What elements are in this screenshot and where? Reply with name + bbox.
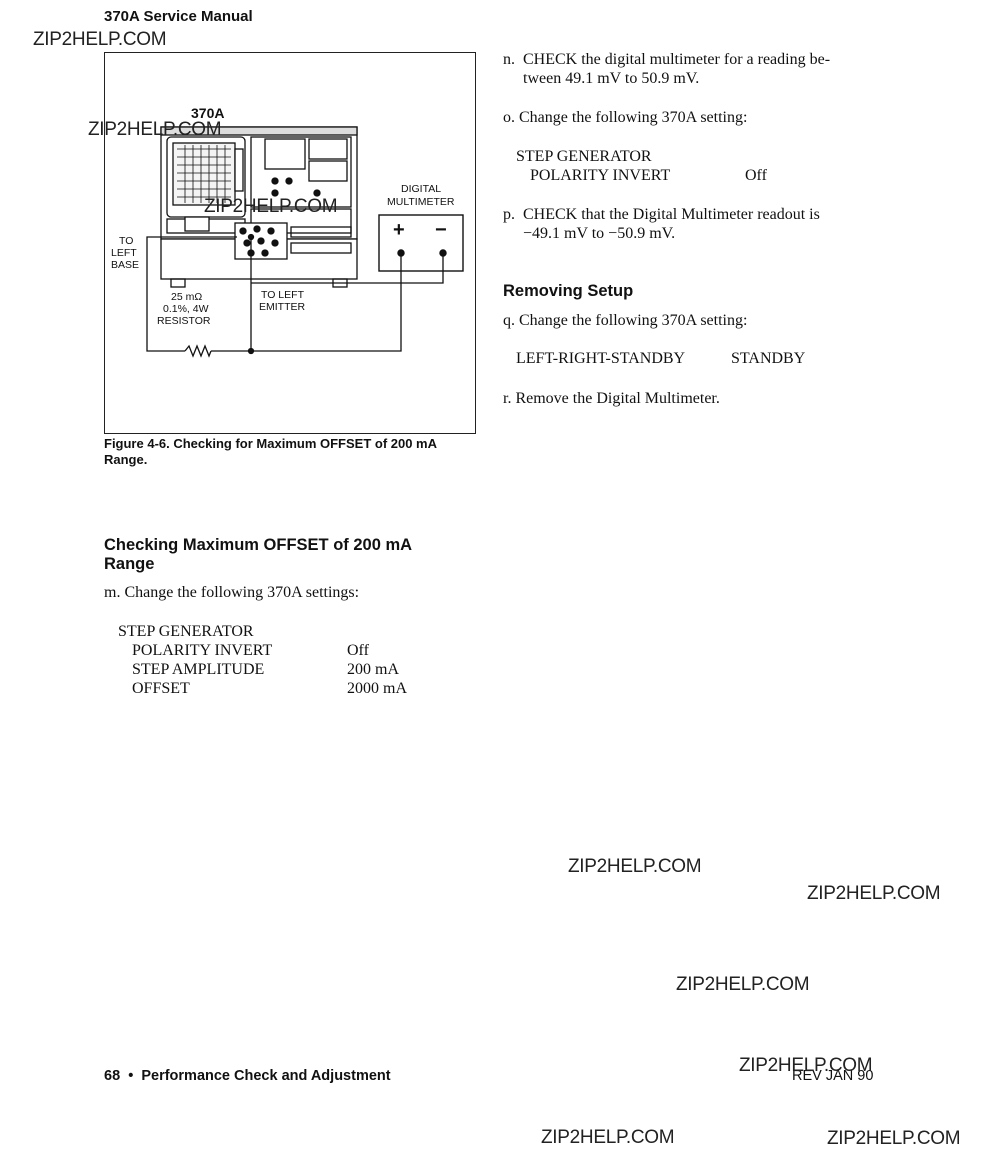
watermark: ZIP2HELP.COM: [33, 29, 167, 50]
settings-row: POLARITY INVERT Off: [118, 641, 438, 660]
caption-line-2: Range.: [104, 452, 148, 467]
step-m-text: Change the following 370A settings:: [124, 584, 360, 601]
emitter-label-1: TO LEFT: [261, 289, 304, 301]
step-o: o. Change the following 370A setting:: [503, 108, 747, 127]
step-q: q. Change the following 370A setting:: [503, 311, 747, 330]
to-left-base-label-3: BASE: [111, 259, 140, 271]
dmm-label-1: DIGITAL: [401, 183, 442, 195]
resistor-label-3: RESISTOR: [157, 315, 211, 327]
setting-name: POLARITY INVERT: [132, 642, 273, 659]
step-n-label: n.: [503, 51, 515, 68]
settings-table-o: STEP GENERATOR POLARITY INVERT Off: [516, 147, 836, 185]
dmm-minus-terminal: −: [435, 219, 447, 241]
resistor-label-1: 25 mΩ: [171, 291, 203, 303]
instrument-label: 370A: [191, 105, 225, 121]
running-header: 370A Service Manual: [104, 8, 253, 25]
watermark: ZIP2HELP.COM: [88, 119, 222, 140]
digital-multimeter: [378, 214, 464, 272]
setup-diagram: [146, 126, 464, 358]
section-heading-removing-setup: Removing Setup: [503, 282, 634, 300]
watermark: ZIP2HELP.COM: [739, 1055, 873, 1076]
step-m: m. Change the following 370A settings:: [104, 583, 359, 602]
step-r-label: r.: [503, 390, 512, 407]
step-q-text: Change the following 370A setting:: [519, 312, 748, 329]
page-number: 68: [104, 1068, 121, 1084]
settings-row: STEP AMPLITUDE 200 mA: [118, 660, 438, 679]
watermark: ZIP2HELP.COM: [827, 1128, 961, 1149]
setting-value: Off: [745, 167, 767, 184]
heading-line-1: Checking Maximum OFFSET of 200 mA: [104, 536, 413, 554]
watermark: ZIP2HELP.COM: [541, 1127, 675, 1148]
step-m-label: m.: [104, 584, 121, 601]
setting-value: STANDBY: [731, 350, 806, 367]
step-n: n. CHECK the digital multimeter for a re…: [503, 50, 883, 88]
step-n-line-1: CHECK the digital multimeter for a readi…: [523, 51, 831, 68]
step-r-text: Remove the Digital Multimeter.: [515, 390, 720, 407]
step-p: p. CHECK that the Digital Multimeter rea…: [503, 205, 883, 243]
instrument-370a: [160, 126, 358, 288]
settings-group: STEP GENERATOR: [118, 623, 254, 640]
emitter-label-2: EMITTER: [259, 301, 306, 313]
step-o-text: Change the following 370A setting:: [519, 109, 748, 126]
footer-revision: REV JAN 90: [792, 1068, 874, 1084]
test-leads: [146, 233, 444, 358]
setting-name: STEP AMPLITUDE: [132, 661, 265, 678]
to-left-base-label-1: TO: [119, 235, 134, 247]
settings-row: OFFSET 2000 mA: [118, 679, 438, 698]
figure-frame: 370A DIGITAL MULTIMETER + − TO LEFT BASE…: [104, 52, 476, 434]
step-n-line-2: tween 49.1 mV to 50.9 mV.: [523, 70, 700, 87]
step-p-label: p.: [503, 206, 515, 223]
setting-value: 200 mA: [347, 661, 399, 678]
settings-table-m: STEP GENERATOR POLARITY INVERT Off STEP A…: [118, 622, 438, 698]
step-o-label: o.: [503, 109, 515, 126]
dmm-plus-terminal: +: [393, 219, 405, 241]
setting-value: Off: [347, 642, 369, 659]
section-heading-max-offset: Checking Maximum OFFSET of 200 mA Range: [104, 536, 412, 574]
settings-row: LEFT-RIGHT-STANDBY STANDBY: [516, 349, 836, 368]
step-p-line-1: CHECK that the Digital Multimeter readou…: [523, 206, 820, 223]
figure-caption: Figure 4-6. Checking for Maximum OFFSET …: [104, 436, 484, 468]
to-left-base-label-2: LEFT: [111, 247, 137, 259]
footer-section-title: Performance Check and Adjustment: [141, 1068, 391, 1084]
watermark: ZIP2HELP.COM: [568, 856, 702, 877]
watermark: ZIP2HELP.COM: [676, 974, 810, 995]
footer-separator: •: [128, 1068, 134, 1084]
caption-line-1: Figure 4-6. Checking for Maximum OFFSET …: [104, 436, 438, 451]
dmm-label-2: MULTIMETER: [387, 196, 455, 208]
watermark: ZIP2HELP.COM: [807, 883, 941, 904]
page-footer-left: 68 • Performance Check and Adjustment: [104, 1068, 391, 1084]
settings-group: STEP GENERATOR: [516, 148, 652, 165]
resistor-label-2: 0.1%, 4W: [163, 303, 209, 315]
step-q-label: q.: [503, 312, 515, 329]
step-p-line-2: −49.1 mV to −50.9 mV.: [523, 225, 676, 242]
setting-value: 2000 mA: [347, 680, 407, 697]
settings-row: POLARITY INVERT Off: [516, 166, 836, 185]
settings-table-q: LEFT-RIGHT-STANDBY STANDBY: [516, 349, 836, 368]
setting-name: POLARITY INVERT: [530, 167, 671, 184]
setting-name: LEFT-RIGHT-STANDBY: [516, 350, 686, 367]
heading-line-2: Range: [104, 555, 155, 573]
watermark: ZIP2HELP.COM: [204, 196, 338, 217]
setting-name: OFFSET: [132, 680, 190, 697]
step-r: r. Remove the Digital Multimeter.: [503, 389, 720, 408]
